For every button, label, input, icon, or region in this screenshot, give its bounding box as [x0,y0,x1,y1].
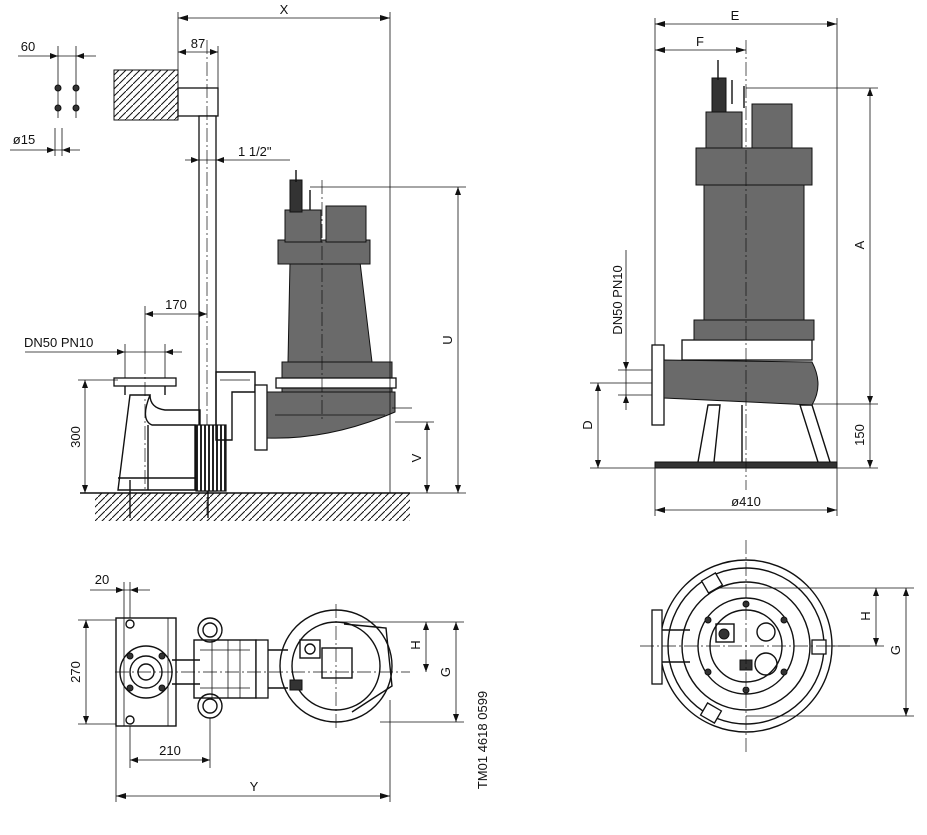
label-d: D [580,420,595,429]
label-dia15: ø15 [13,132,35,147]
discharge-coupling [195,424,227,492]
motor-body [703,184,805,321]
motor-housing [287,261,373,363]
label-300: 300 [68,426,83,448]
coupling-base [117,394,196,491]
label-150: 150 [852,424,867,446]
label-20: 20 [95,572,109,587]
guide-rail-bracket [177,87,219,117]
label-e: E [731,8,740,23]
label-g-left: G [438,667,453,677]
label-u: U [440,335,455,344]
label-a: A [852,240,867,249]
label-f: F [696,34,704,49]
discharge-flange [651,344,665,426]
wall-bracket-hatch [113,69,179,121]
label-170: 170 [165,297,187,312]
drawing-number: TM01 4618 0599 [475,691,490,789]
label-g-right: G [888,645,903,655]
ring-stand-legs [697,404,831,463]
label-y: Y [250,779,259,794]
label-h-left: H [408,640,423,649]
label-270: 270 [68,661,83,683]
label-210: 210 [159,743,181,758]
pump-flange [254,384,268,451]
front-view: E F A 150 DN50 PN10 D [580,8,878,516]
floor-hatch [95,493,410,521]
label-x: X [280,2,289,17]
top-view-freestanding: H G [640,540,914,752]
label-60: 60 [21,39,35,54]
side-view: X 87 60 ø15 1 1/2" 170 [10,2,466,521]
label-87: 87 [191,36,205,51]
label-pipe-size: 1 1/2" [238,144,272,159]
label-flange-right: DN50 PN10 [610,265,625,334]
label-h-right: H [858,611,873,620]
label-flange-left: DN50 PN10 [24,335,93,350]
volute-casing [663,359,819,406]
coupling-top [193,639,257,699]
label-dia410: ø410 [731,494,761,509]
label-v: V [409,453,424,462]
top-view-installation: 20 270 H G 210 Y TM01 4618 [68,572,490,802]
